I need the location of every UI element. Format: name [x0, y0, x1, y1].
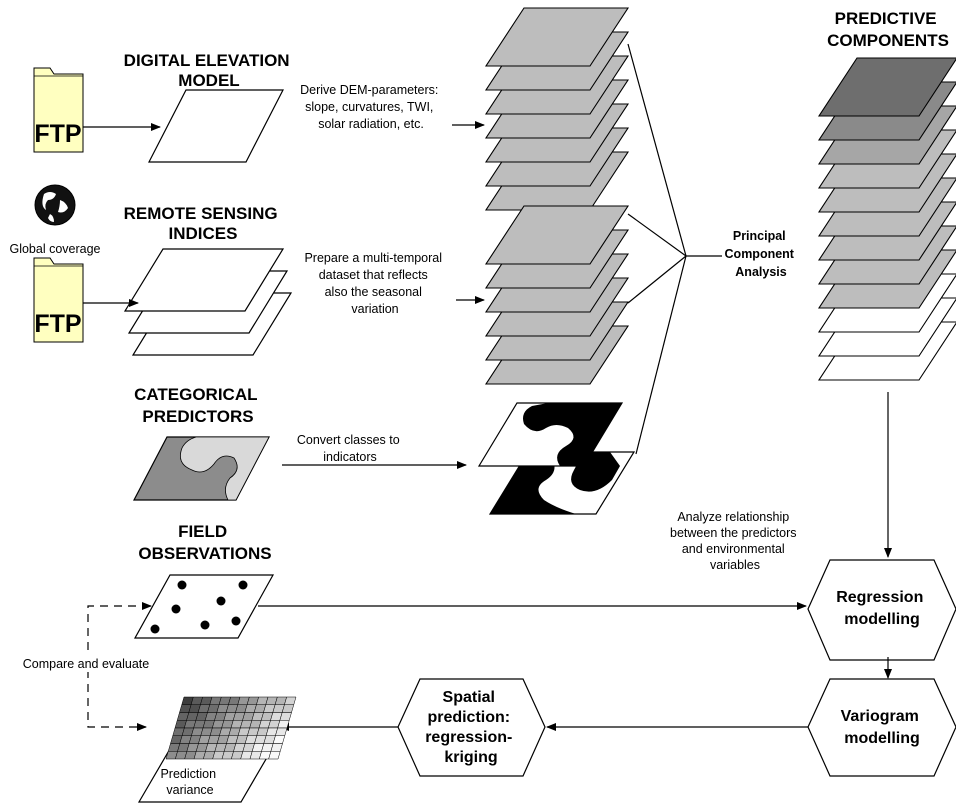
variogram-modelling-step[interactable]: Variogram modelling	[807, 678, 956, 777]
stack-layer	[817, 57, 956, 117]
prediction-map-grid	[165, 696, 297, 760]
rs-index-stack	[484, 205, 630, 385]
compare-label-bg	[6, 654, 166, 672]
pca-label: Principal Component Analysis	[725, 229, 798, 279]
spatial-prediction-step[interactable]: Spatial prediction: regression- kriging	[397, 678, 546, 777]
grid-cell	[277, 720, 290, 729]
ftp-folder-icon[interactable]: FTP	[33, 257, 84, 343]
grid-cell	[284, 696, 297, 705]
categorical-note: Convert classes to indicators	[297, 433, 403, 464]
prediction-variance-label: Prediction variance	[160, 767, 219, 797]
svg-text:FTP: FTP	[34, 120, 81, 148]
field-observations-map	[133, 574, 275, 639]
ftp-folder-icon[interactable]: FTP	[33, 67, 84, 153]
rs-note: Prepare a multi-temporal dataset that re…	[304, 251, 445, 316]
svg-text:FTP: FTP	[34, 310, 81, 338]
svg-text:Spatial prediction:: Spatial prediction: regression- kriging	[425, 689, 517, 766]
analyze-note: Analyze relationship between the predict…	[670, 510, 800, 572]
predictive-components-stack	[817, 57, 956, 381]
grid-cell	[281, 704, 295, 713]
grid-cell	[272, 735, 286, 744]
dem-layer	[148, 89, 284, 163]
globe-icon	[34, 184, 76, 226]
stack-layer	[484, 205, 630, 265]
svg-text:Variogram modelling: Variogram modelling	[841, 708, 924, 747]
stack-layer	[484, 7, 630, 67]
grid-cell	[268, 751, 281, 760]
dem-header: DIGITAL ELEVATION MODEL	[124, 51, 295, 90]
indicator-map	[477, 402, 624, 467]
compare-label: Compare and evaluate	[23, 657, 150, 671]
dem-note: Derive DEM-parameters: slope, curvatures…	[300, 83, 442, 131]
field-observations-header: FIELD OBSERVATIONS	[138, 522, 271, 563]
grid-cell	[270, 743, 283, 752]
predictive-components-header: PREDICTIVE COMPONENTS	[827, 9, 949, 50]
global-coverage-label: Global coverage	[9, 242, 100, 256]
rs-layer	[123, 248, 285, 312]
categorical-map	[133, 436, 270, 501]
categorical-header: CATEGORICAL PREDICTORS	[134, 385, 262, 426]
compare-connector	[87, 605, 150, 731]
dem-parameter-stack	[484, 7, 630, 211]
remote-sensing-header: REMOTE SENSING INDICES	[124, 204, 283, 243]
pca-label-bg	[722, 224, 802, 284]
regression-modelling-step[interactable]: Regression modelling	[807, 559, 956, 661]
svg-text:Regression modelling: Regression modelling	[836, 589, 928, 628]
grid-cell	[279, 712, 292, 721]
grid-cell	[275, 727, 288, 736]
